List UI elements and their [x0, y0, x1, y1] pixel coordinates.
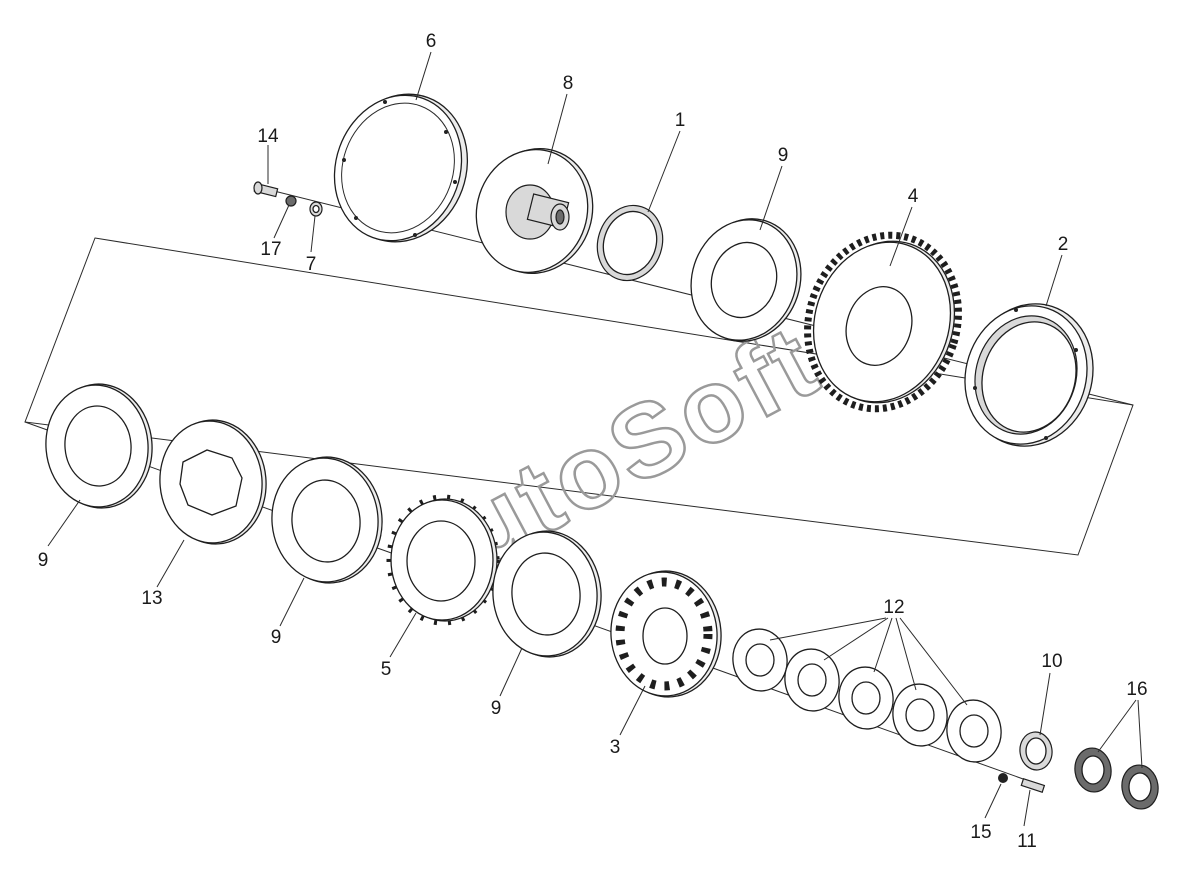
callout-3: 3	[610, 737, 621, 758]
part-12-washers	[732, 628, 1002, 763]
part-9-friction-disc-2	[271, 456, 383, 584]
part-1-ring	[596, 204, 664, 282]
callout-9-lower-2: 9	[271, 627, 282, 648]
callout-15: 15	[970, 822, 991, 843]
callout-14: 14	[257, 126, 279, 147]
part-6-cover-plate	[333, 93, 469, 243]
part-17-washer	[285, 195, 297, 207]
callout-12: 12	[883, 597, 904, 618]
callout-13: 13	[141, 588, 162, 609]
callout-7: 7	[306, 254, 317, 275]
callout-9-lower-1: 9	[38, 550, 49, 571]
callout-1: 1	[675, 110, 686, 131]
callout-2: 2	[1058, 234, 1069, 255]
part-9-friction-disc-upper	[690, 218, 802, 342]
callout-8: 8	[563, 73, 574, 94]
callout-9-upper: 9	[778, 145, 789, 166]
part-9-friction-disc-3	[492, 530, 602, 658]
callout-5: 5	[381, 659, 392, 680]
part-15-ball	[998, 773, 1008, 783]
part-10-ring	[1019, 731, 1053, 771]
callout-6: 6	[426, 31, 437, 52]
callout-labels: 6 8 1 9 4 2 14 17 7 9 13 9 5 9 3 12 10 1…	[38, 31, 1148, 852]
part-9-friction-disc-1	[45, 383, 153, 509]
part-11-pin	[1020, 777, 1046, 793]
callout-17: 17	[260, 239, 281, 260]
callout-10: 10	[1041, 651, 1062, 672]
callout-16: 16	[1126, 679, 1147, 700]
part-16-rings	[1074, 747, 1159, 810]
callout-11: 11	[1017, 831, 1037, 852]
part-5-toothed-disc	[386, 494, 500, 626]
assembly-frame	[24, 237, 1134, 556]
callout-4: 4	[908, 186, 919, 207]
part-13-plate	[159, 419, 267, 545]
part-2-housing-ring	[964, 303, 1094, 447]
part-4-sprocket	[804, 231, 962, 413]
part-7-nut	[309, 201, 323, 217]
part-3-pressure-plate	[610, 570, 722, 698]
leader-lines	[47, 51, 1143, 827]
callout-9-lower-3: 9	[491, 698, 502, 719]
part-14-bolt	[253, 181, 279, 198]
part-8-hub	[475, 147, 594, 275]
